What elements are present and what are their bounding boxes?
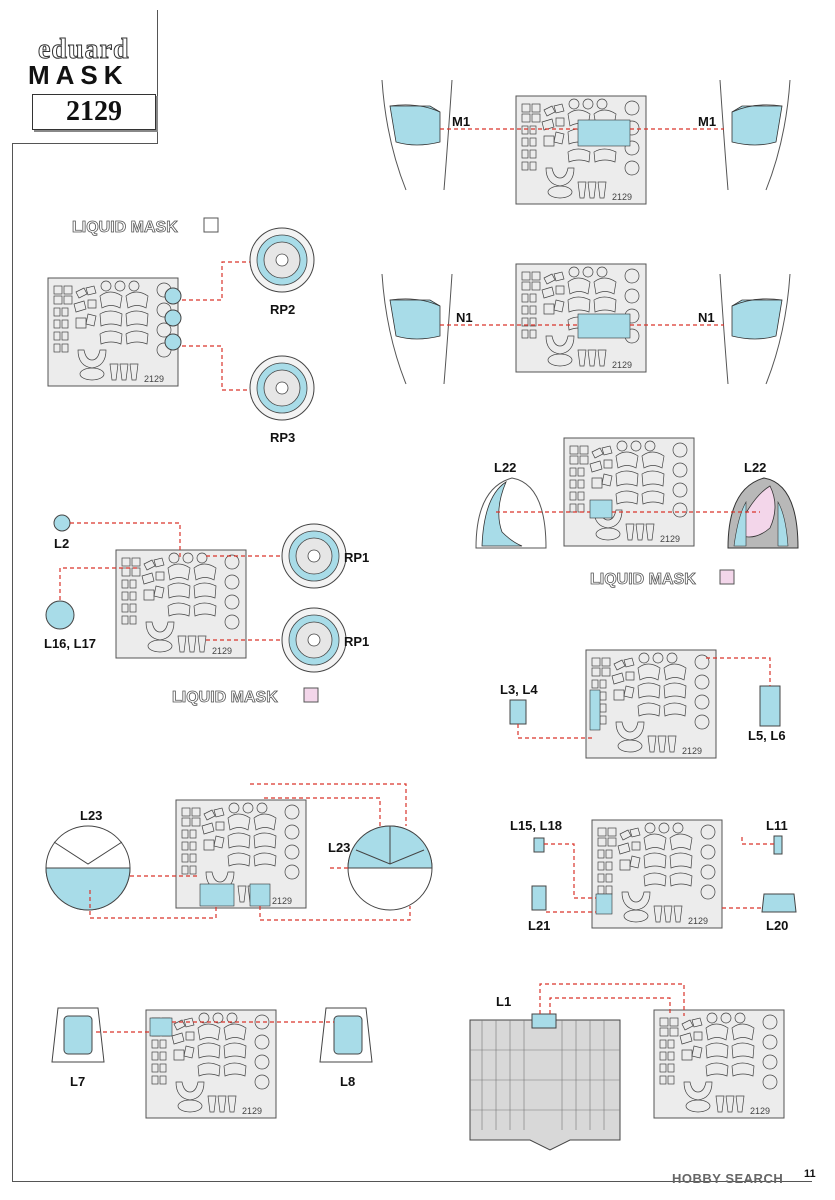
label-l20: L20 (766, 918, 788, 933)
section-rp2-rp3: LIQUID MASK RP2 RP3 (47, 217, 315, 445)
label-l21: L21 (528, 918, 550, 933)
label-l16-l17: L16, L17 (44, 636, 96, 651)
brand-name: eduard (38, 34, 130, 65)
label-l2: L2 (54, 536, 69, 551)
liquid-mask-label-1: LIQUID MASK (72, 219, 178, 236)
label-l15-l18: L15, L18 (510, 818, 562, 833)
label-l1: L1 (496, 994, 511, 1009)
section-l7-l8: L7 L8 (51, 1007, 373, 1119)
section-l11-l21: L15, L18 L11 L21 L20 (510, 818, 797, 933)
liquid-mask-label-2: LIQUID MASK (590, 571, 696, 588)
section-l3-l6: L3, L4 L5, L6 (500, 649, 786, 759)
label-l5-l6: L5, L6 (748, 728, 786, 743)
label-rp3: RP3 (270, 430, 295, 445)
brand-product: MASK (28, 60, 129, 90)
label-l7: L7 (70, 1074, 85, 1089)
section-n1: N1 N1 (381, 263, 791, 385)
label-l8: L8 (340, 1074, 355, 1089)
label-l22-right: L22 (744, 460, 766, 475)
label-rp1-top: RP1 (344, 550, 369, 565)
label-m1-left: M1 (452, 114, 470, 129)
label-n1-right: N1 (698, 310, 715, 325)
label-rp2: RP2 (270, 302, 295, 317)
label-l22-left: L22 (494, 460, 516, 475)
label-l11: L11 (766, 818, 788, 833)
label-l23-right: L23 (328, 840, 350, 855)
section-l22: L22 L22 LIQUID MASK (475, 437, 799, 588)
section-l1: L1 (469, 983, 785, 1151)
set-number-box: 2129 (32, 94, 156, 130)
brand-logo-box: eduard MASK 2129 (12, 10, 158, 144)
label-l23-left: L23 (80, 808, 102, 823)
label-n1-left: N1 (456, 310, 473, 325)
label-l3-l4: L3, L4 (500, 682, 538, 697)
set-number: 2129 (66, 96, 122, 127)
liquid-mask-label-3: LIQUID MASK (172, 689, 278, 706)
page-number: 11 (804, 1168, 816, 1180)
page-frame (12, 10, 812, 1182)
section-l2-rp1: L2 L16, L17 RP1 RP1 LIQUID MASK (44, 514, 369, 706)
section-l23: L23 L23 (45, 783, 433, 921)
section-m1: M1 M1 (381, 79, 791, 205)
watermark: HOBBY SEARCH (672, 1171, 784, 1186)
label-m1-right: M1 (698, 114, 716, 129)
label-rp1-bottom: RP1 (344, 634, 369, 649)
